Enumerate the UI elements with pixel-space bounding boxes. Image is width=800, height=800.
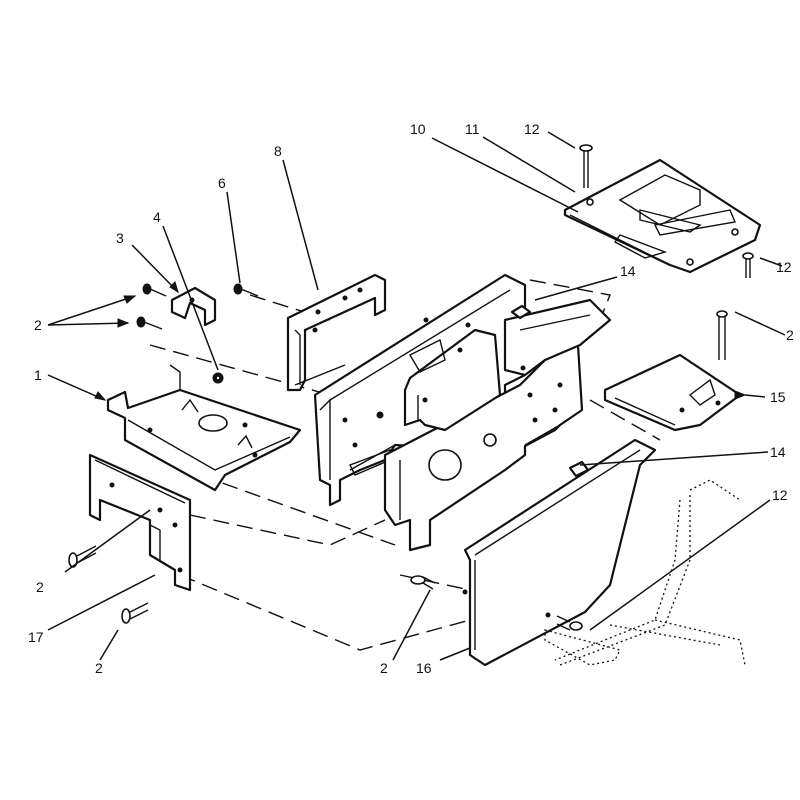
- bolt-12-right: [742, 252, 754, 278]
- bolt-2-upper-a: [142, 283, 167, 297]
- part-1-lower-bracket: [106, 364, 302, 492]
- bolt-2-upper-b: [136, 316, 163, 330]
- clip-14-upper: [510, 304, 532, 320]
- main-frame-right-arm: [503, 298, 612, 377]
- callout-1: 1: [34, 367, 42, 383]
- callout-10: 10: [410, 121, 426, 137]
- part-17-front-plate: [88, 453, 192, 592]
- bolt-2-front-a: [68, 545, 97, 568]
- bolt-12-lower: [556, 615, 583, 631]
- callout-2-front-b: 2: [95, 660, 103, 676]
- callout-14-lower: 14: [770, 444, 786, 460]
- bolt-2-front-b: [121, 602, 149, 624]
- reference-outline-dotted: [544, 479, 746, 666]
- callout-6: 6: [218, 175, 226, 191]
- callout-11: 11: [465, 121, 480, 137]
- bolt-2-right: [716, 310, 728, 360]
- callout-labels: 1 2 2 2 2 3 4 6 8 10 11 12 12 12 14 14 1…: [28, 121, 794, 676]
- hardware-bolts: [68, 144, 754, 631]
- bolt-12-top: [579, 144, 593, 188]
- part-15-right-plate: [603, 353, 742, 432]
- callout-2-upper-left: 2: [34, 317, 42, 333]
- callout-3: 3: [116, 230, 124, 246]
- part-8-upper-bracket: [286, 273, 387, 392]
- callout-12-lower-right: 12: [772, 487, 788, 503]
- nut-4: [212, 372, 224, 384]
- callout-2-lower-center: 2: [380, 660, 388, 676]
- part-16-side-panel: [462, 438, 657, 667]
- leader-lines: [47, 131, 786, 661]
- arrowheads: [94, 281, 747, 401]
- callout-12-right: 12: [776, 259, 792, 275]
- callout-14-upper: 14: [620, 263, 636, 279]
- callout-8: 8: [274, 143, 282, 159]
- callout-2-right: 2: [786, 327, 794, 343]
- callout-15: 15: [770, 389, 786, 405]
- center-inner-panel: [403, 328, 502, 432]
- bolt-6: [233, 283, 259, 297]
- callout-12-top: 12: [524, 121, 540, 137]
- bolt-2-lower: [410, 575, 436, 590]
- part-10-top-plate: [563, 158, 762, 274]
- callout-4: 4: [153, 209, 161, 225]
- callout-16: 16: [416, 660, 432, 676]
- callout-17: 17: [28, 629, 44, 645]
- callout-2-front-a: 2: [36, 579, 44, 595]
